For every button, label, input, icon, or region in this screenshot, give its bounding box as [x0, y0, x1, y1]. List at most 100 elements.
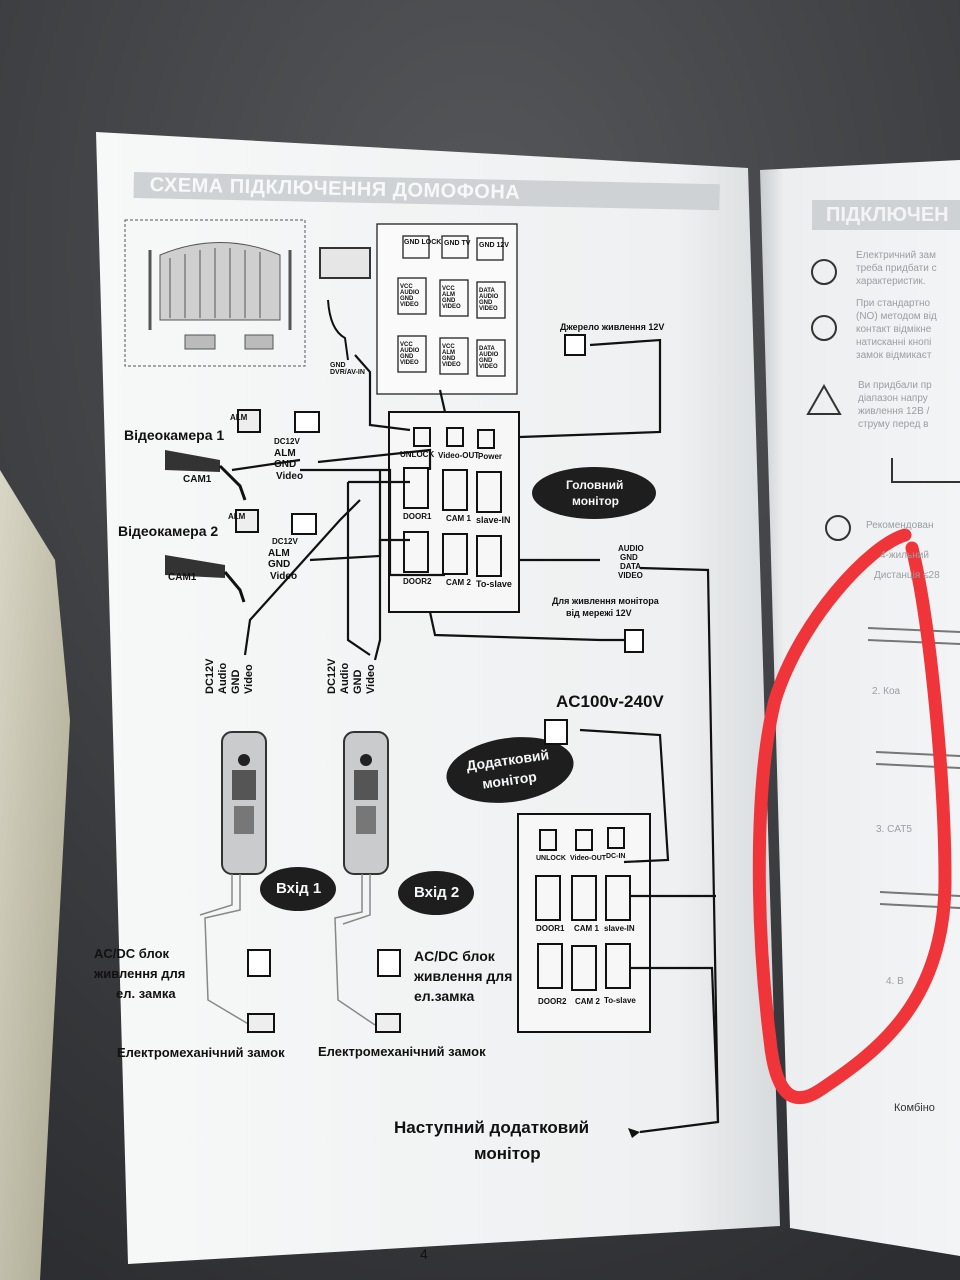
gnd-label: GND DVR/AV-IN: [330, 362, 365, 376]
right-title-bar: [812, 200, 960, 230]
camera-2: [165, 509, 259, 603]
psu2-line-2: живлення для: [414, 968, 513, 984]
right-line-15: Дистанція ≤28: [874, 570, 940, 581]
extra-monitor-badge: [446, 737, 574, 803]
camera2-wire-4: GND: [268, 559, 291, 570]
right-line-5: (NO) методом від: [856, 311, 937, 322]
right-line-10: діапазон напру: [858, 393, 928, 404]
psu1-line-1: AC/DC блок: [94, 946, 170, 961]
entrance-1-label: Вхід 1: [276, 880, 322, 897]
lock-wiring: [199, 874, 376, 1026]
arrow-head: [628, 1128, 640, 1138]
extra-port-dc-in: DC-IN: [606, 853, 626, 860]
ref-mid-1: VCC AUDIO GND VIDEO: [400, 284, 420, 308]
extra-port-cam2: CAM 2: [575, 997, 600, 1006]
camera2-wire-1: ALM: [228, 512, 246, 521]
main-monitor-block: [388, 411, 520, 613]
port-cam1: CAM 1: [446, 514, 471, 523]
panel1-wire-2: Audio: [217, 662, 229, 694]
camera2-wire-5: Video: [270, 571, 298, 582]
main-monitor-label-1: Головний: [566, 478, 624, 492]
entrance-2-label: Вхід 2: [414, 884, 460, 901]
lock-label-1: Електромеханічний замок: [117, 1045, 285, 1060]
right-line-9: Ви придбали пр: [858, 380, 932, 391]
right-line-3: характеристик.: [856, 276, 926, 287]
camera1-wire-2: DC12V: [274, 437, 300, 446]
port-unlock: UNLOCK: [400, 450, 435, 459]
signal-gnd: GND: [620, 553, 638, 562]
main-monitor-label-2: монітор: [572, 494, 620, 508]
port-reference-block: [376, 223, 518, 395]
locks: [247, 1013, 401, 1033]
ref-port-2: GND TV: [444, 240, 471, 247]
ac-input-label: AC100v-240V: [556, 692, 664, 711]
gate-illustration: [124, 219, 306, 367]
ref-mid-5: VCC ALM GND VIDEO: [442, 344, 461, 368]
right-line-2: треба придбати с: [856, 263, 937, 274]
extra-port-unlock: UNLOCK: [536, 855, 566, 862]
right-line-19: Комбіно: [894, 1102, 935, 1114]
camera1-wire-3: ALM: [274, 448, 296, 459]
port-slave-in: slave-IN: [476, 515, 511, 525]
psu1-line-2: живлення для: [94, 966, 186, 981]
camera2-id: CAM1: [168, 572, 197, 583]
wiring: [231, 338, 720, 1134]
ref-mid-6: DATA AUDIO GND VIDEO: [479, 346, 499, 370]
signal-audio: AUDIO: [618, 544, 644, 553]
right-line-13: Рекомендован: [866, 520, 934, 531]
extra-port-slave-in: slave-IN: [604, 924, 635, 933]
camera-1: [165, 409, 261, 501]
red-marker-annotation: [752, 528, 952, 1105]
panel2-wire-2: Audio: [339, 662, 351, 694]
entrance-1-badge: [260, 867, 336, 911]
right-line-1: Електричний зам: [856, 250, 936, 261]
port-door2: DOOR2: [403, 577, 432, 586]
plugs: [247, 334, 644, 977]
panel2-wire-1: DC12V: [326, 658, 338, 694]
camera1-wire-5: Video: [276, 471, 304, 482]
lock-label-2: Електромеханічний замок: [318, 1044, 486, 1059]
door-panel-1: [221, 731, 267, 875]
extra-port-cam1: CAM 1: [574, 924, 599, 933]
psu2-line-3: ел.замка: [414, 988, 475, 1004]
right-page: [760, 160, 960, 1256]
entrance-2-badge: [398, 871, 474, 915]
panel1-wire-3: GND: [230, 669, 242, 694]
right-page-title: ПІДКЛЮЧЕН: [826, 204, 949, 226]
title-bar: [133, 172, 720, 211]
psu2-line-1: AC/DC блок: [414, 948, 495, 964]
psu1-line-3: ел. замка: [116, 986, 176, 1001]
signal-video: VIDEO: [618, 571, 643, 580]
right-line-17: 3. CAT5: [876, 824, 912, 835]
camera1-wire-1: ALM: [230, 413, 248, 422]
ref-port-3: GND 12V: [479, 242, 509, 249]
ref-mid-2: VCC ALM GND VIDEO: [442, 286, 461, 310]
extra-port-video-out: Video-OUT: [570, 855, 607, 862]
port-to-slave: To-slave: [476, 579, 512, 589]
next-monitor-line-1: Наступний додатковий: [394, 1118, 590, 1137]
right-line-8: замок відмикаєт: [856, 350, 932, 361]
right-line-7: натисканні кнопі: [856, 337, 932, 348]
cloth: [0, 470, 70, 1280]
right-line-11: живлення 12В /: [858, 406, 930, 417]
extra-port-door1: DOOR1: [536, 924, 565, 933]
right-line-4: При стандартно: [856, 298, 931, 309]
camera1-wire-4: GND: [274, 459, 297, 470]
right-line-14: 4-жильний: [880, 550, 929, 561]
ref-mid-3: DATA AUDIO GND VIDEO: [479, 288, 499, 312]
panel2-wire-4: Video: [365, 664, 377, 694]
power-source-label: Джерело живлення 12V: [560, 322, 665, 332]
door-panel-2: [343, 731, 389, 875]
ref-port-1: GND LOCK: [404, 239, 442, 246]
extra-port-to-slave: To-slave: [604, 996, 636, 1005]
main-monitor-badge: [532, 467, 656, 519]
camera2-wire-2: DC12V: [272, 537, 298, 546]
camera1-id: CAM1: [183, 474, 212, 485]
extra-port-door2: DOOR2: [538, 997, 567, 1006]
dvr-monitor: [319, 247, 371, 361]
extra-monitor-block: [517, 813, 651, 1033]
port-video-out: Video-OUT: [438, 451, 480, 460]
next-monitor-line-2: монітор: [474, 1144, 541, 1163]
panel2-wire-3: GND: [352, 669, 364, 694]
right-line-18: 4. В: [886, 976, 904, 987]
